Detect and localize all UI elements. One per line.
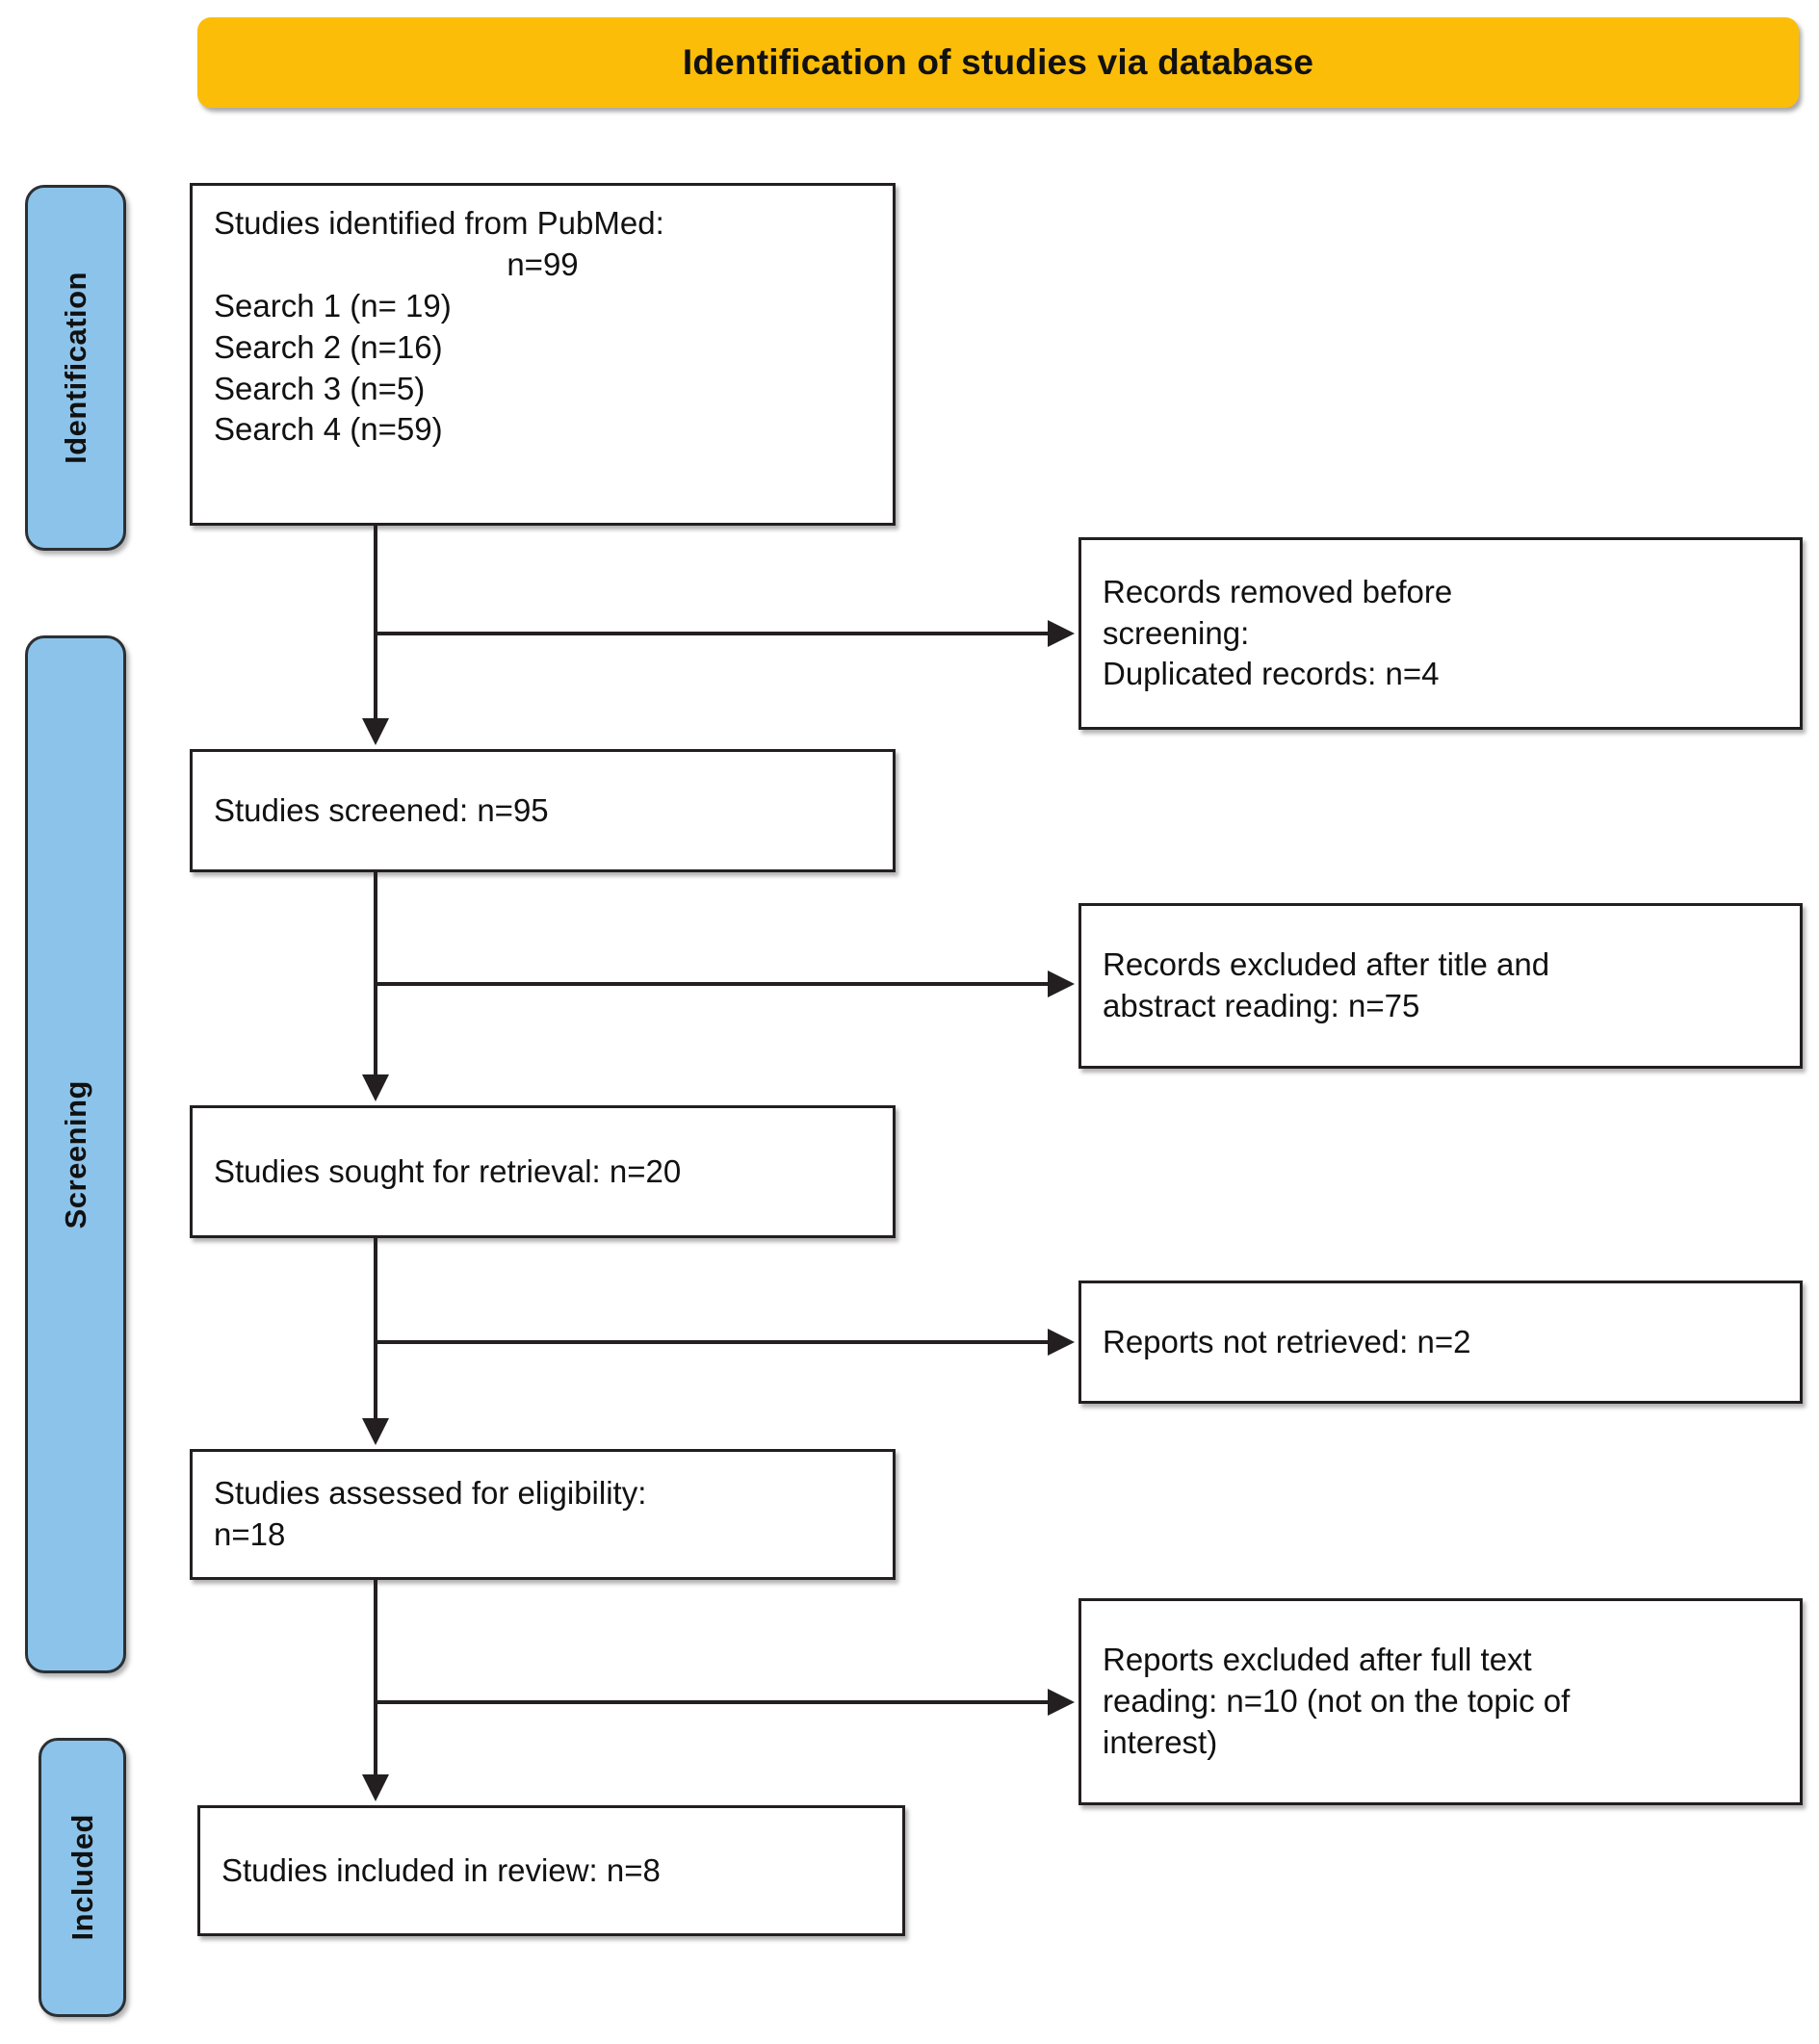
stage-label-screening: Screening bbox=[25, 635, 126, 1673]
flow-box-line: Studies sought for retrieval: n=20 bbox=[214, 1152, 682, 1189]
flow-box-line: n=18 bbox=[214, 1516, 286, 1552]
stage-label-text: Included bbox=[65, 1814, 99, 1941]
flow-box-line: screening: bbox=[1103, 614, 1250, 651]
flow-box-studies-sought-for-retrieval: Studies sought for retrieval: n=20 bbox=[190, 1105, 896, 1238]
stage-label-included: Included bbox=[39, 1738, 126, 2017]
flow-box-records-removed-before-screening: Records removed before screening: Duplic… bbox=[1078, 537, 1803, 730]
flow-box-line: Search 2 (n=16) bbox=[214, 328, 443, 365]
page-title: Identification of studies via database bbox=[682, 42, 1314, 82]
flow-box-line: Duplicated records: n=4 bbox=[1103, 656, 1440, 692]
flow-box-line: reading: n=10 (not on the topic of bbox=[1103, 1683, 1571, 1720]
flow-box-records-excluded-title-abstract: Records excluded after title and abstrac… bbox=[1078, 903, 1803, 1069]
flow-box-reports-not-retrieved: Reports not retrieved: n=2 bbox=[1078, 1281, 1803, 1404]
flow-box-line: Search 4 (n=59) bbox=[214, 411, 443, 448]
flow-box-line: Records excluded after title and bbox=[1103, 946, 1550, 983]
flow-box-studies-identified: Studies identified from PubMed: n=99 Sea… bbox=[190, 183, 896, 526]
flow-box-studies-included-in-review: Studies included in review: n=8 bbox=[197, 1805, 905, 1936]
stage-label-text: Screening bbox=[58, 1079, 92, 1229]
flow-box-line: Studies included in review: n=8 bbox=[221, 1851, 661, 1888]
flow-box-line: interest) bbox=[1103, 1723, 1218, 1760]
flow-box-line: Records removed before bbox=[1103, 573, 1453, 609]
flow-box-studies-screened: Studies screened: n=95 bbox=[190, 749, 896, 872]
flow-box-studies-assessed-for-eligibility: Studies assessed for eligibility: n=18 bbox=[190, 1449, 896, 1580]
flow-box-line: Search 1 (n= 19) bbox=[214, 287, 452, 323]
stage-label-text: Identification bbox=[58, 272, 92, 464]
flow-box-reports-excluded-full-text: Reports excluded after full text reading… bbox=[1078, 1598, 1803, 1805]
stage-label-identification: Identification bbox=[25, 185, 126, 551]
flow-box-line: abstract reading: n=75 bbox=[1103, 988, 1420, 1023]
flow-box-line: Studies assessed for eligibility: bbox=[214, 1475, 647, 1512]
flow-box-line: n=99 bbox=[507, 246, 579, 282]
header-banner: Identification of studies via database bbox=[197, 17, 1799, 108]
flow-box-line: Studies identified from PubMed: bbox=[214, 205, 664, 241]
flow-box-line: Search 3 (n=5) bbox=[214, 370, 426, 406]
flow-box-line: Reports not retrieved: n=2 bbox=[1103, 1323, 1471, 1359]
flow-box-line: Reports excluded after full text bbox=[1103, 1642, 1532, 1678]
flow-box-line: Studies screened: n=95 bbox=[214, 791, 549, 828]
